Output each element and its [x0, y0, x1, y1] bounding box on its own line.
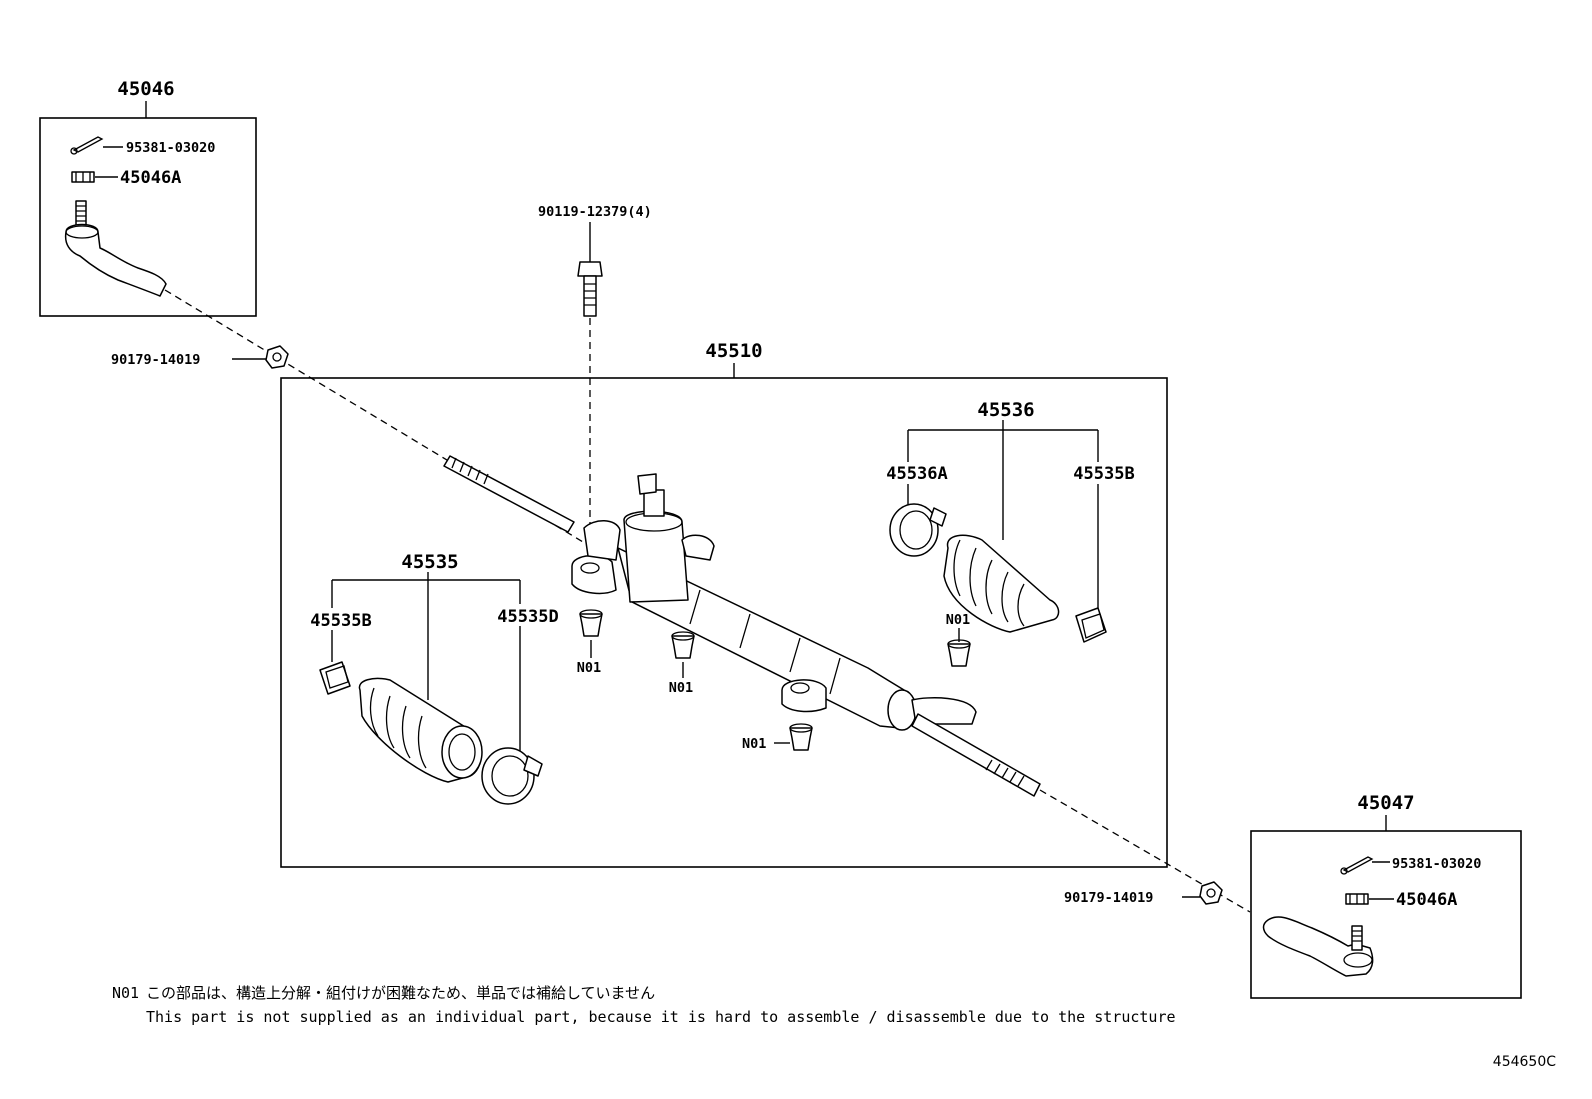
boot-clip-rh-icon — [1075, 607, 1107, 643]
boot-clamp-lh-icon — [481, 747, 543, 805]
cotter-pin-rh-icon — [1340, 856, 1374, 875]
label-bush-note-4: N01 — [742, 736, 766, 752]
castle-nut-rh-icon — [1345, 893, 1369, 905]
boot-clamp-rh-icon — [889, 503, 947, 557]
label-boot-clip-rh: 45535B — [1073, 464, 1134, 484]
lock-nut-lh-icon — [265, 345, 289, 369]
lock-nut-rh-icon — [1199, 881, 1223, 905]
alignment-line-rh — [1039, 789, 1251, 913]
note-japanese: この部品は、構造上分解・組付けが困難なため、単品では補給していません — [146, 984, 655, 1002]
steering-rack-icon — [443, 455, 1041, 797]
label-bush-note-2: N01 — [669, 680, 693, 696]
note-english: This part is not supplied as an individu… — [146, 1008, 1176, 1026]
cotter-pin-icon — [70, 136, 104, 155]
bushing-3-icon — [947, 639, 971, 667]
label-tie-rod-end-rh-group: 45047 — [1357, 792, 1414, 814]
label-tie-rod-end-lh-group: 45046 — [117, 78, 174, 100]
castle-nut-icon — [71, 171, 95, 183]
label-boot-clamp-rh: 45536A — [886, 464, 947, 484]
label-boot-clip-lh: 45535B — [310, 611, 371, 631]
label-boot-kit-rh: 45536 — [977, 399, 1034, 421]
tie-rod-end-lh-icon — [64, 200, 167, 297]
boot-rh-icon — [943, 534, 1060, 633]
label-castle-nut-lh: 45046A — [120, 168, 181, 188]
label-boot-clamp-lh: 45535D — [497, 607, 558, 627]
boot-lh-icon — [358, 677, 483, 783]
label-cotter-pin-rh: 95381-03020 — [1392, 856, 1481, 872]
note-code: N01 — [112, 984, 139, 1002]
bushing-4-icon — [789, 723, 813, 751]
label-bush-note-3: N01 — [946, 612, 970, 628]
bolt-icon — [577, 261, 603, 317]
label-bolt: 90119-12379(4) — [538, 204, 652, 220]
label-castle-nut-rh: 45046A — [1396, 890, 1457, 910]
rack-assembly-box — [280, 377, 1168, 868]
boot-clip-lh-icon — [319, 661, 351, 695]
bushing-2-icon — [671, 631, 695, 659]
bushing-1-icon — [579, 609, 603, 637]
label-lock-nut-rh: 90179-14019 — [1064, 890, 1153, 906]
tie-rod-end-rh-icon — [1262, 916, 1374, 977]
label-boot-kit-lh: 45535 — [401, 551, 458, 573]
label-cotter-pin-lh: 95381-03020 — [126, 140, 215, 156]
label-lock-nut-lh: 90179-14019 — [111, 352, 200, 368]
label-rack-assembly: 45510 — [705, 340, 762, 362]
figure-id: 454650C — [1493, 1054, 1556, 1070]
tie-rod-end-lh-box — [39, 117, 257, 317]
label-bush-note-1: N01 — [577, 660, 601, 676]
